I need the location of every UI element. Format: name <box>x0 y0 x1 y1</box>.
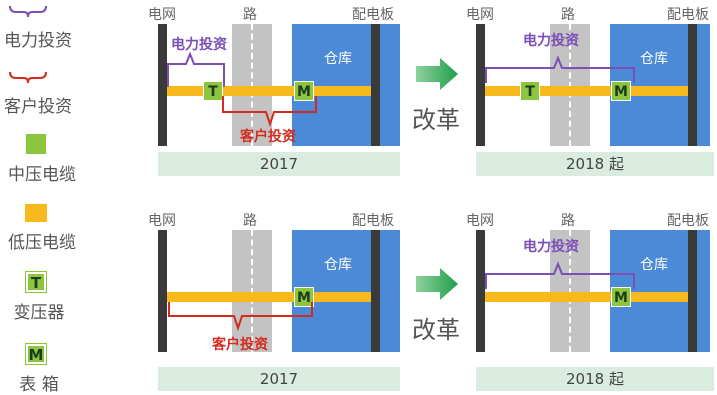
customer-invest-label: 客户投资 <box>240 129 296 145</box>
meter-icon: M <box>25 343 47 365</box>
warehouse-label: 仓库 <box>640 257 668 273</box>
warehouse-label: 仓库 <box>640 51 668 67</box>
power-invest-bracket <box>167 52 225 87</box>
legend-customer-invest: 客户投资 <box>4 97 72 117</box>
grid-label: 电网 <box>148 7 176 23</box>
grid-pole <box>476 24 485 146</box>
road-centerline <box>251 24 253 146</box>
mv-cable-icon <box>26 134 46 154</box>
road-centerline <box>569 24 571 146</box>
grid-pole <box>158 24 167 146</box>
grid-label: 电网 <box>466 213 494 229</box>
legend-meter: 表 箱 <box>19 375 59 395</box>
customer-invest-bracket <box>222 96 317 128</box>
distribution-panel <box>371 230 380 352</box>
lv-cable <box>167 292 371 302</box>
year-2018-bottom: 2018 起 <box>476 367 714 391</box>
grid-label: 电网 <box>466 7 494 23</box>
distribution-panel <box>688 24 697 146</box>
purple-brace-icon <box>9 5 47 18</box>
power-invest-label: 电力投资 <box>171 37 227 53</box>
grid-pole <box>158 230 167 352</box>
right-arrow-icon <box>416 268 458 300</box>
road-centerline <box>251 230 253 352</box>
grid-label: 电网 <box>148 213 176 229</box>
panel-label: 配电板 <box>352 7 394 23</box>
panel-label: 配电板 <box>352 213 394 229</box>
year-2017-top: 2017 <box>158 152 400 176</box>
panel-label: 配电板 <box>667 213 709 229</box>
legend-lv-cable: 低压电缆 <box>8 233 76 253</box>
reform-label: 改革 <box>412 316 460 344</box>
distribution-panel <box>688 230 697 352</box>
lv-cable-icon <box>25 204 47 222</box>
reform-label: 改革 <box>412 106 460 134</box>
grid-pole <box>476 230 485 352</box>
legend-transformer: 变压器 <box>13 303 65 323</box>
panel-label: 配电板 <box>667 7 709 23</box>
road-centerline <box>569 230 571 352</box>
right-arrow-icon <box>416 58 458 90</box>
power-invest-bracket <box>485 261 635 289</box>
road-label: 路 <box>243 7 257 23</box>
transformer-icon: T <box>25 271 47 293</box>
lv-cable <box>485 292 688 302</box>
legend-mv-cable: 中压电缆 <box>8 165 76 185</box>
power-invest-label: 电力投资 <box>523 239 579 255</box>
road-label: 路 <box>561 7 575 23</box>
power-invest-label: 电力投资 <box>523 33 579 49</box>
warehouse-label: 仓库 <box>324 51 352 67</box>
year-2018-top: 2018 起 <box>476 152 714 176</box>
mv-cable-segment <box>167 86 203 96</box>
road-label: 路 <box>561 213 575 229</box>
meter-badge: M <box>611 287 631 307</box>
red-brace-icon <box>9 71 47 84</box>
meter-badge: M <box>294 287 314 307</box>
legend-power-invest: 电力投资 <box>4 31 72 51</box>
meter-badge: M <box>611 81 631 101</box>
road-label: 路 <box>243 213 257 229</box>
transformer-badge: T <box>203 81 223 101</box>
lv-cable <box>485 86 688 96</box>
warehouse-label: 仓库 <box>324 257 352 273</box>
transformer-badge: T <box>520 81 540 101</box>
customer-invest-label: 客户投资 <box>212 337 268 353</box>
power-invest-bracket <box>485 55 635 83</box>
meter-badge: M <box>294 81 314 101</box>
customer-invest-bracket <box>168 302 313 332</box>
year-2017-bottom: 2017 <box>158 367 400 391</box>
distribution-panel <box>371 24 380 146</box>
